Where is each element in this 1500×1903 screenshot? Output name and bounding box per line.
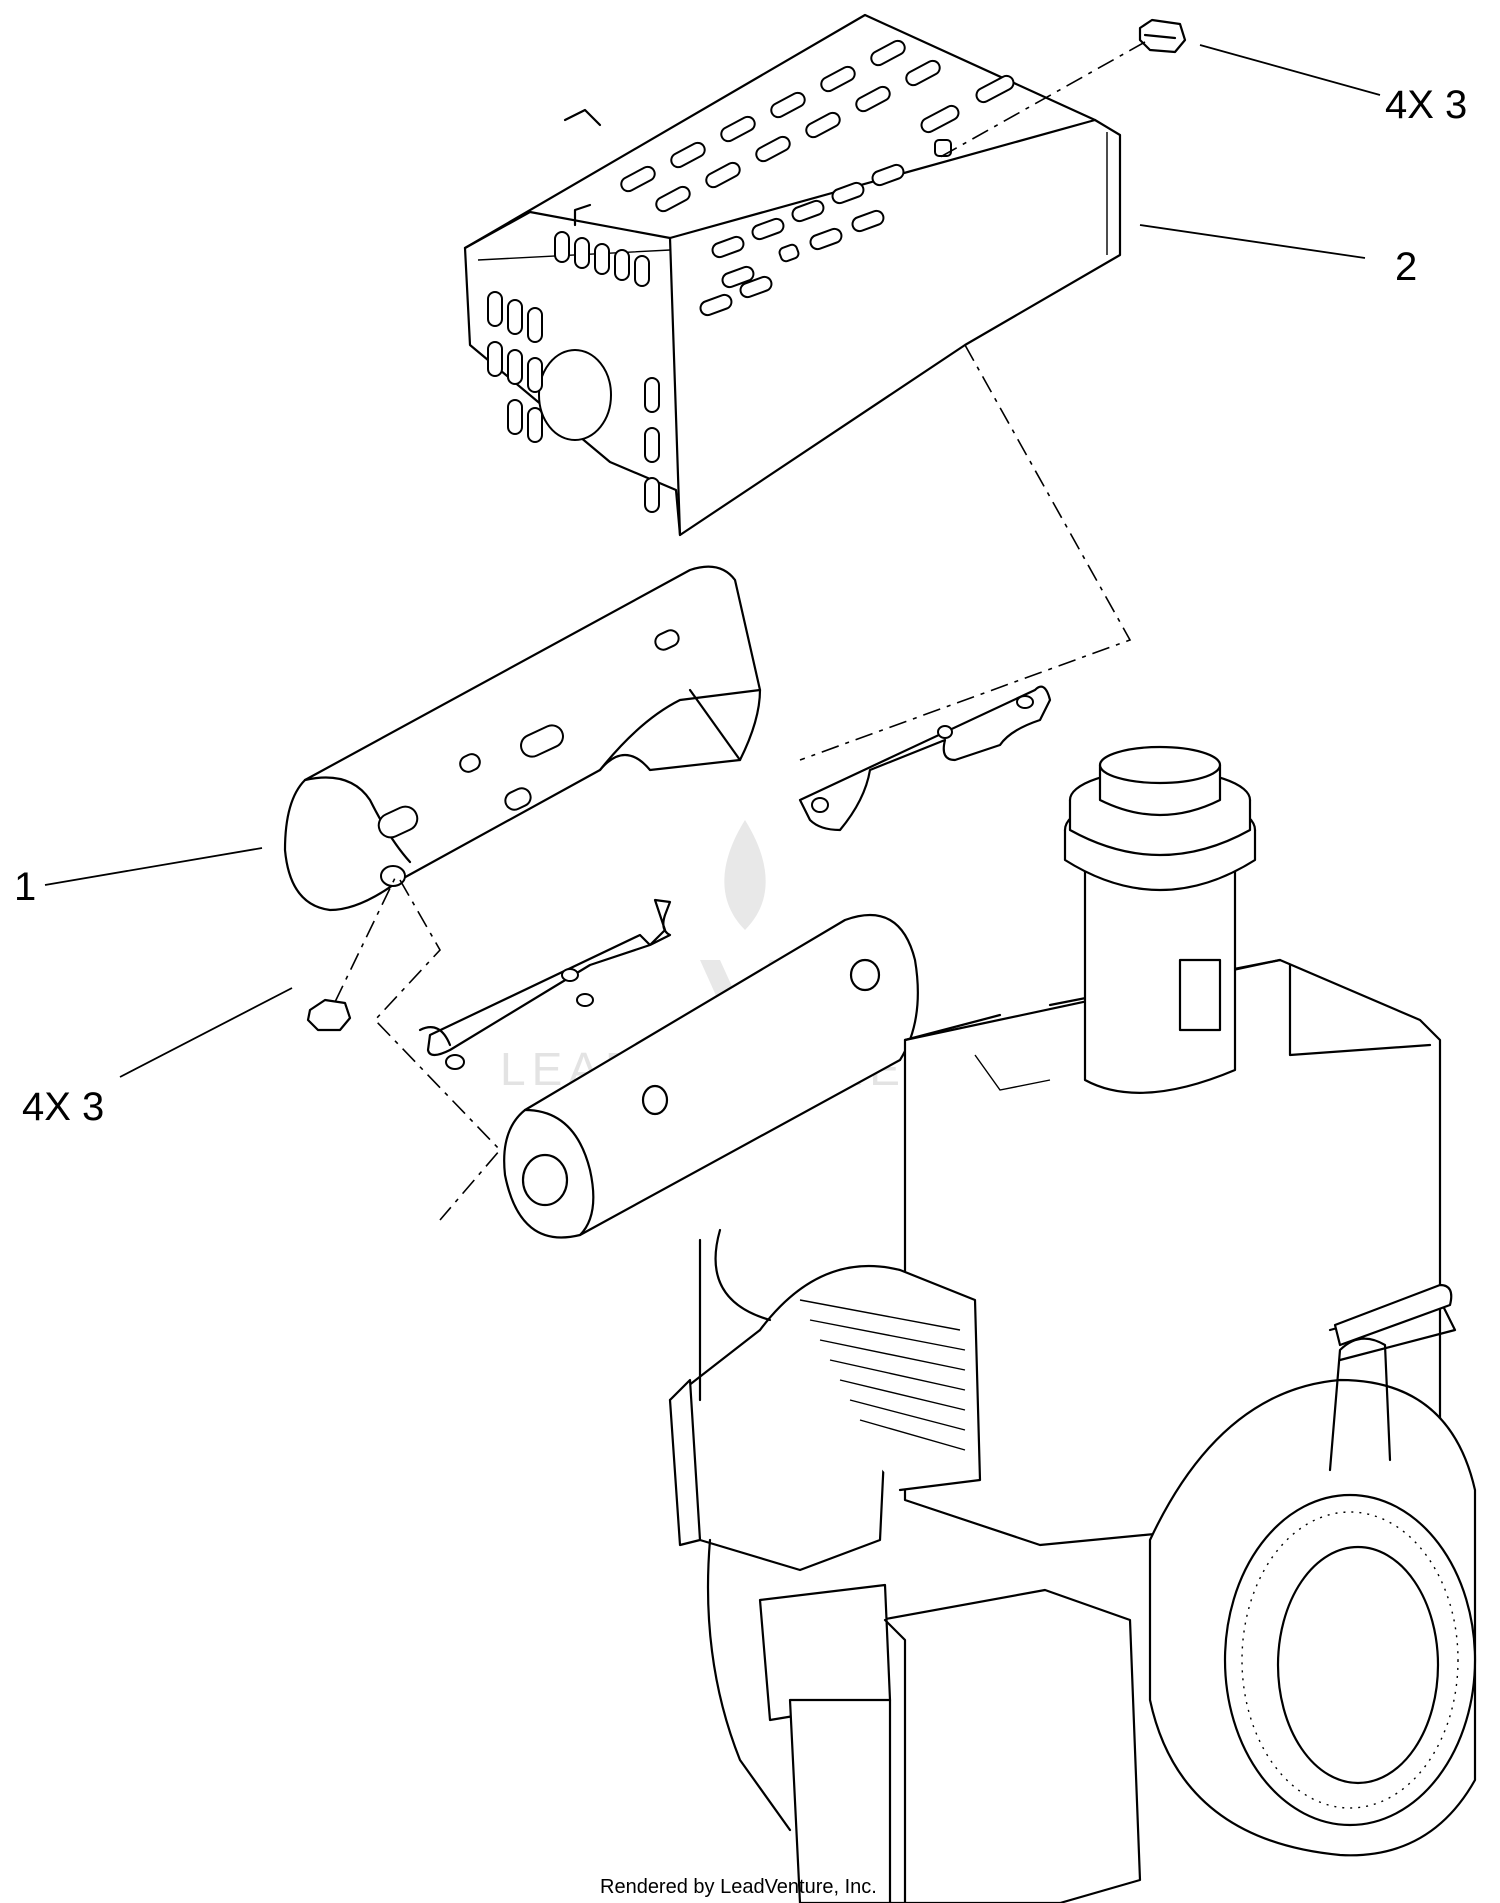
lower-bracket	[418, 898, 672, 1070]
front-vent-slots	[487, 231, 660, 513]
assembly-line-guard	[334, 877, 396, 1003]
flywheel-shroud	[1148, 1378, 1477, 1857]
bolt-left	[306, 998, 352, 1032]
callout-2: 2	[1395, 245, 1417, 289]
assembly-line-top	[934, 41, 1146, 161]
callout-4x3-top: 4X 3	[1385, 83, 1467, 127]
part-1-muffler-guard	[283, 565, 762, 912]
callout-leaders	[44, 44, 1381, 1078]
upper-bracket	[798, 685, 1052, 832]
side-vent-slots	[699, 163, 905, 317]
bolt-top	[1138, 18, 1187, 54]
callout-1: 1	[14, 865, 36, 909]
air-cleaner	[758, 1583, 1142, 1903]
engine	[668, 745, 1477, 1903]
assembly-line-shield	[799, 344, 1132, 761]
callout-4x3-left: 4X 3	[22, 1085, 104, 1129]
top-vent-slots	[620, 39, 1015, 213]
cylinder-head	[668, 1264, 982, 1572]
oil-fill-cap	[1063, 745, 1257, 1094]
part-2-heat-shield	[463, 13, 1122, 537]
muffler-outlet	[521, 1153, 569, 1207]
muffler	[503, 913, 919, 1239]
assembly-line-lower	[373, 879, 502, 1221]
rendered-by-footer: Rendered by LeadVenture, Inc.	[600, 1876, 877, 1898]
shield-outlet-hole	[538, 349, 612, 441]
